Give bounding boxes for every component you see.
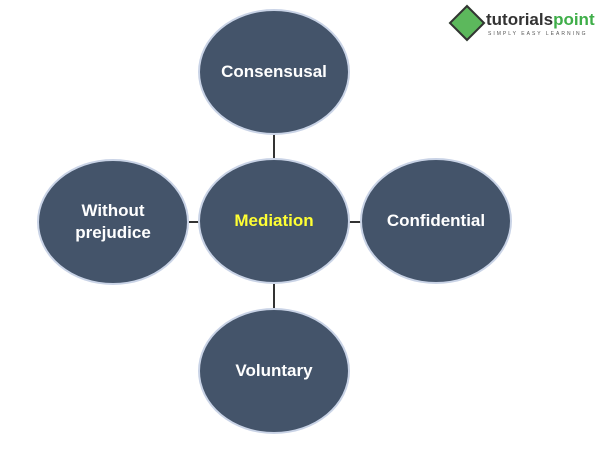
- connector-top: [273, 135, 275, 159]
- logo-icon: [448, 4, 486, 42]
- node-center-label: Mediation: [234, 211, 314, 230]
- logo-tagline: SIMPLY EASY LEARNING: [488, 31, 588, 37]
- node-bottom: Voluntary: [198, 308, 350, 434]
- node-center: Mediation: [198, 158, 350, 284]
- connector-right: [349, 221, 361, 223]
- node-left: Without prejudice: [37, 159, 189, 285]
- node-bottom-label: Voluntary: [235, 361, 313, 380]
- logo-name-part2: point: [553, 10, 595, 29]
- node-top-label: Consensusal: [221, 62, 327, 81]
- logo-name-part1: tutorials: [486, 10, 554, 29]
- logo-name: tutorialspoint: [486, 10, 595, 30]
- node-right-label: Confidential: [386, 211, 486, 230]
- node-left-label: Without prejudice: [75, 201, 151, 242]
- connector-bottom: [273, 284, 275, 309]
- node-right: Confidential: [360, 158, 512, 284]
- tutorialspoint-logo: tutorialspoint SIMPLY EASY LEARNING: [448, 4, 598, 44]
- node-top: Consensusal: [198, 9, 350, 135]
- connector-left: [189, 221, 199, 223]
